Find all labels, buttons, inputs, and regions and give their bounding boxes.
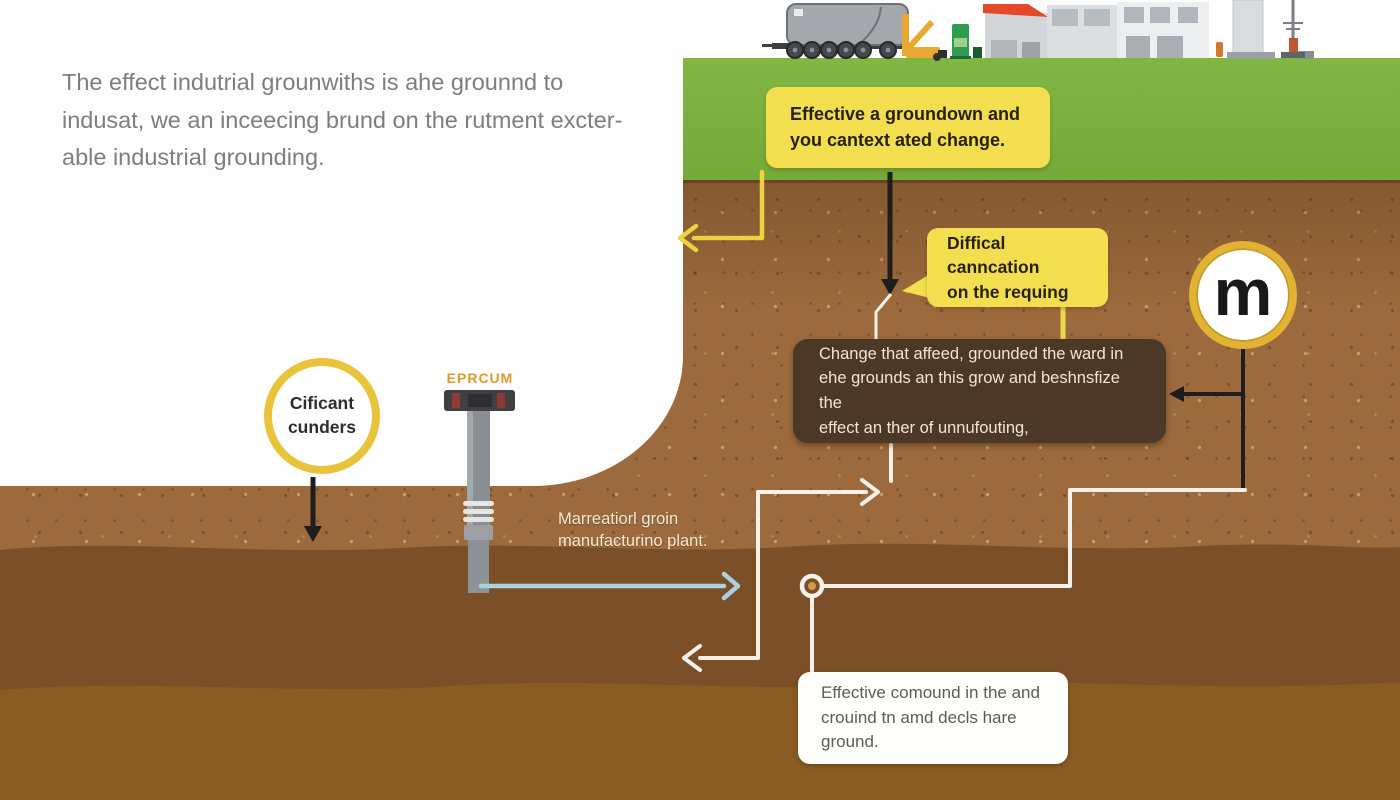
loader-ladder [902,14,947,61]
rod-label: EPRCUM [446,370,514,386]
conductor-badge: Cificant cunders [264,358,380,474]
green-cabinet [950,24,982,59]
surface-callout: Effective a groundown and you cantext at… [766,87,1050,168]
plant-label-line: manufacturino plant. [558,532,708,551]
yellow-connector [677,169,765,253]
blue-conductor [478,571,741,601]
junction-node [799,573,825,599]
surface-callout-line: you cantext ated change. [790,129,1006,150]
plant-label-line: Marreatiorl groin [558,510,679,528]
ground-callout-line: Change that affeed, grounded the ward in [819,344,1124,363]
bottom-callout: Effective comound in the and crouind tn … [798,672,1068,764]
ground-callout-line: ehe grounds an this grow and beshnsfize … [819,369,1120,412]
ground-callout-line: effect an ther of unnufouting, [819,418,1029,437]
connection-callout: Diffical canncation on the requing [927,228,1108,307]
bottom-callout-line: Effective comound in the and [821,683,1040,703]
bottom-callout-line: crouind tn amd decls hare [821,707,1017,727]
intro-line: excter-able industrial grounding. [62,106,623,171]
intro-line: indusat, we an inceecing brund on the ru… [62,106,545,133]
white-routing [682,443,1247,676]
factory-building [983,2,1223,58]
antenna-mast [1281,0,1305,58]
surface-callout-line: Effective a groundown and [790,104,1021,125]
plant-label: Marreatiorl groin manufacturino plant. [558,508,748,553]
intro-line: The effect indutrial grounwiths is ahe g… [62,69,564,95]
storage-tower [1227,0,1314,59]
ground-callout: Change that affeed, grounded the ward in… [793,339,1166,443]
meter-badge: m [1189,241,1297,349]
grounding-rod [444,390,515,593]
connection-callout-line: Diffical canncation [947,232,1040,278]
connection-callout-line: on the requing [947,281,1069,302]
conductor-down-arrow [304,477,322,542]
conductor-badge-line: cunders [287,417,357,437]
conductor-badge-line: Cificant [289,393,355,414]
meter-connector [1169,349,1245,490]
bottom-callout-line: ground. [821,732,879,752]
white-drop-line [874,293,893,342]
tanker-truck [762,3,910,59]
soil-deep-layer [0,681,1400,800]
black-down-arrow [881,172,899,295]
meter-letter: m [1213,255,1273,329]
intro-paragraph: The effect indutrial grounwiths is ahe g… [62,64,642,177]
